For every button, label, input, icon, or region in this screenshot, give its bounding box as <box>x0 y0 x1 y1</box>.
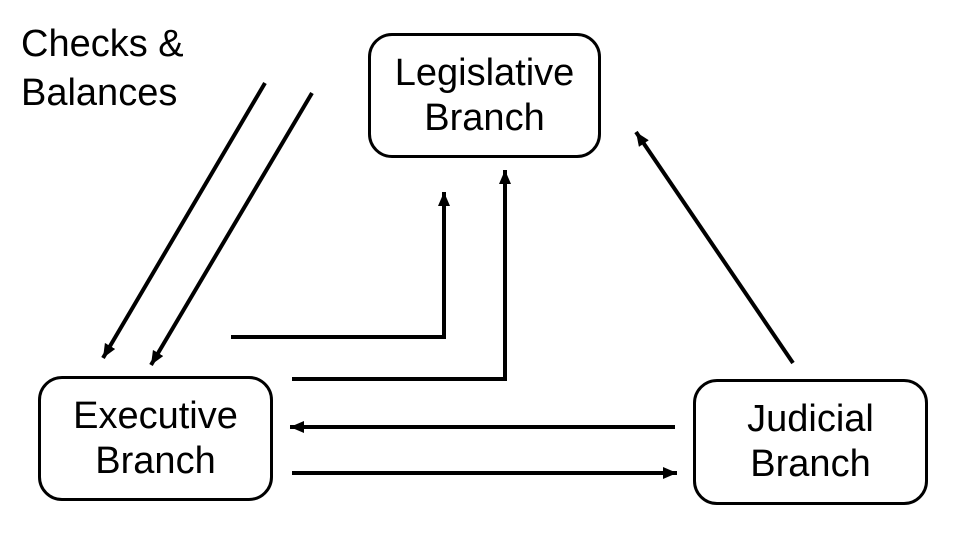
arrow-legislative-to-executive-a <box>101 81 267 360</box>
node-executive-label-line2: Branch <box>95 439 216 482</box>
arrow-executive-to-legislative-b <box>292 170 511 381</box>
node-judicial-branch: Judicial Branch <box>693 379 928 505</box>
slide-title-line1: Checks & <box>21 23 184 65</box>
node-legislative-branch: Legislative Branch <box>368 33 601 158</box>
slide-title: Checks & Balances <box>21 20 184 119</box>
node-judicial-label-line2: Branch <box>750 443 871 485</box>
arrow-legislative-to-executive-b <box>149 91 314 367</box>
node-legislative-label-line2: Branch <box>424 96 545 139</box>
slide-title-line2: Balances <box>21 72 178 115</box>
node-executive-branch: Executive Branch <box>38 376 273 501</box>
node-judicial-label-line1: Judicial <box>747 398 874 441</box>
node-legislative-label-line1: Legislative <box>394 51 575 94</box>
node-executive-label-line1: Executive <box>73 394 238 437</box>
arrow-judicial-to-legislative <box>634 130 795 365</box>
arrow-executive-to-legislative-a <box>231 192 450 339</box>
